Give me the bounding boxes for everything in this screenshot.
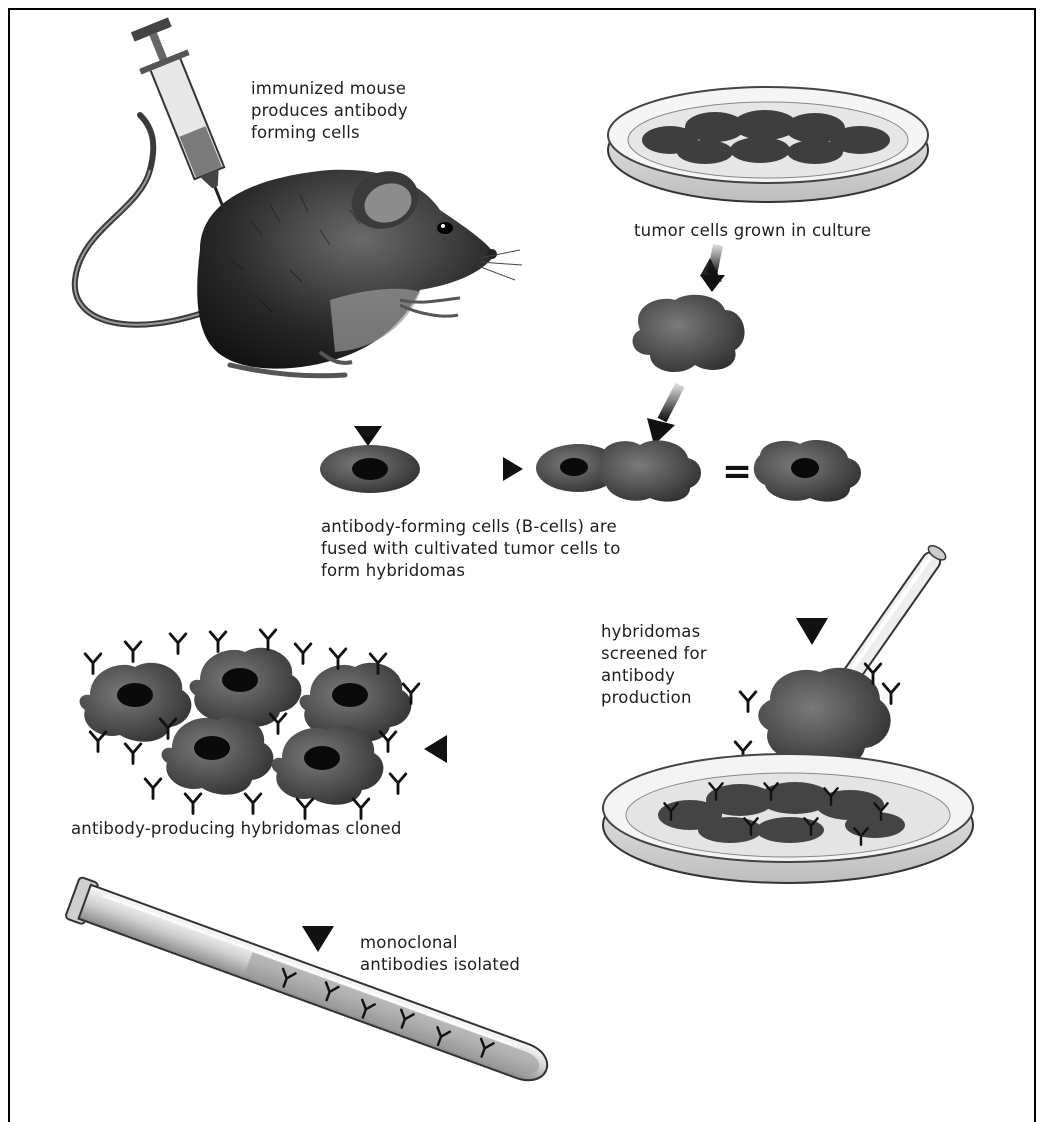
- fusing-cells-icon: [536, 440, 701, 501]
- arrow-hybridoma-to-screening: [796, 520, 828, 645]
- arrow-mouse-to-bcell: [354, 390, 382, 446]
- arrow-tumor-down: [700, 245, 725, 292]
- arrow-clones-to-tube: [302, 860, 334, 952]
- label-line: antibody-producing hybridomas cloned: [71, 818, 402, 840]
- hybridoma-cell-icon: [754, 440, 861, 502]
- b-cell-icon: [320, 445, 420, 493]
- label-immunized-mouse: immunized mouse produces antibody formin…: [251, 78, 408, 144]
- label-cloned: antibody-producing hybridomas cloned: [71, 818, 402, 840]
- mouse-icon: [75, 115, 522, 376]
- equals-sign: =: [722, 451, 752, 492]
- label-line: forming cells: [251, 122, 408, 144]
- label-line: production: [601, 687, 707, 709]
- test-tube-icon: [65, 877, 554, 1091]
- label-fused-cells: antibody-forming cells (B-cells) are fus…: [321, 516, 621, 582]
- label-line: fused with cultivated tumor cells to: [321, 538, 621, 560]
- label-line: monoclonal: [360, 932, 520, 954]
- petri-dish-screening-icon: [603, 754, 973, 883]
- tumor-cell-icon: [633, 295, 745, 372]
- arrow-tumor-to-fusion: [647, 385, 680, 445]
- label-line: antibody: [601, 665, 707, 687]
- arrow-screening-to-clones: [424, 735, 650, 763]
- label-line: antibody-forming cells (B-cells) are: [321, 516, 621, 538]
- label-line: tumor cells grown in culture: [634, 220, 871, 242]
- label-line: form hybridomas: [321, 560, 621, 582]
- label-isolated: monoclonal antibodies isolated: [360, 932, 520, 976]
- arrow-bcell-to-fusion: [432, 457, 523, 481]
- label-line: produces antibody: [251, 100, 408, 122]
- label-line: hybridomas: [601, 621, 707, 643]
- label-line: antibodies isolated: [360, 954, 520, 976]
- label-line: screened for: [601, 643, 707, 665]
- label-line: immunized mouse: [251, 78, 408, 100]
- cloned-hybridomas-icon: [80, 630, 419, 819]
- label-screened: hybridomas screened for antibody product…: [601, 621, 707, 709]
- label-tumor-cells: tumor cells grown in culture: [634, 220, 871, 242]
- petri-dish-tumor-icon: [608, 87, 928, 202]
